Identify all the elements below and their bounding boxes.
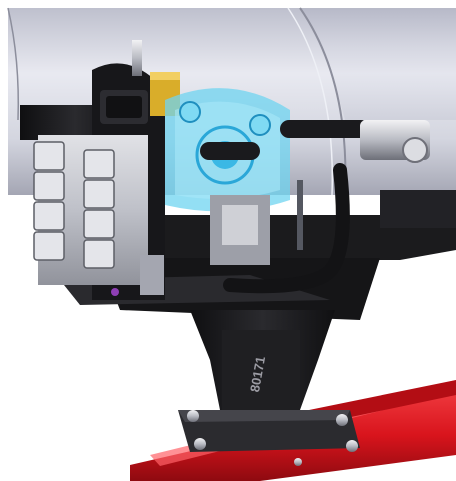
leg-stamp-text: 80171 — [247, 355, 268, 393]
bolt-icon — [336, 414, 348, 426]
support-leg: 80171 — [190, 310, 335, 410]
bolt-icon — [187, 410, 199, 422]
purple-fitting-icon — [111, 288, 119, 296]
bolt-icon — [294, 458, 302, 466]
bolt-icon — [346, 440, 358, 452]
valve-bank — [33, 135, 164, 295]
base-plate — [178, 410, 360, 466]
bolt-icon — [194, 438, 206, 450]
plumbing — [200, 120, 430, 294]
